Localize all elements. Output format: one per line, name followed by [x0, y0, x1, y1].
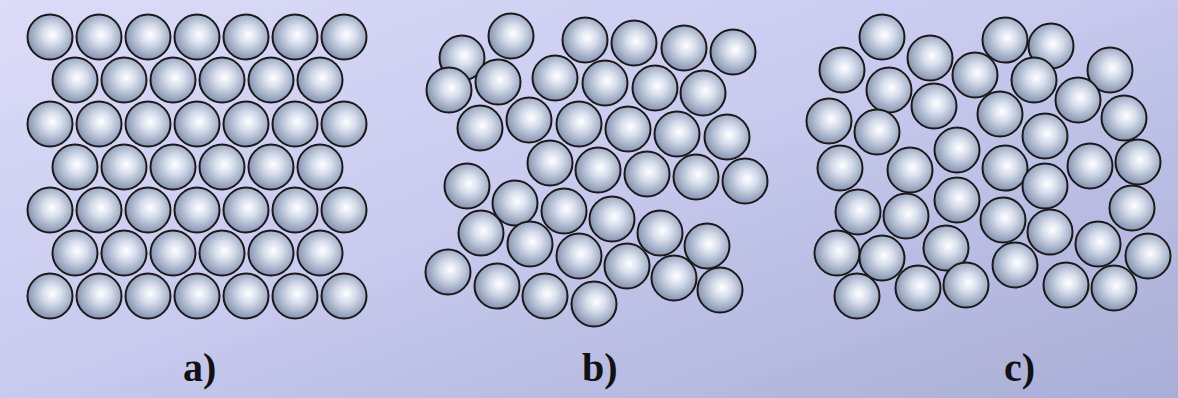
- crystalline-packing: [28, 15, 367, 319]
- amorphous-packing: [807, 15, 1171, 319]
- panel-label: a): [183, 348, 216, 388]
- panel-label: c): [1004, 348, 1035, 388]
- panel-label: b): [582, 348, 618, 388]
- polycrystalline-packing: [426, 14, 768, 327]
